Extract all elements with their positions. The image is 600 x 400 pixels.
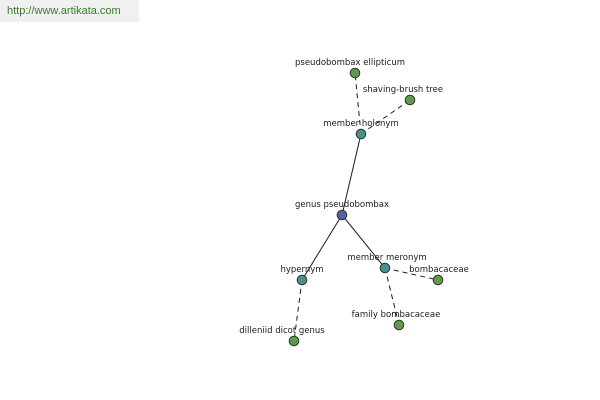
edge-genus-holonym xyxy=(341,133,362,216)
node-shaving[interactable] xyxy=(404,94,416,106)
label-familybomb[interactable]: family bombacaceae xyxy=(352,310,441,320)
node-dilleniid[interactable] xyxy=(288,335,300,347)
edge-meronym-bombacaceae xyxy=(384,267,439,281)
edge-holonym-shaving xyxy=(360,99,411,135)
node-familybomb[interactable] xyxy=(393,319,405,331)
label-shaving[interactable]: shaving-brush tree xyxy=(363,85,443,95)
node-genus[interactable] xyxy=(336,209,348,221)
edge-genus-hypernym xyxy=(301,214,343,281)
label-meronym[interactable]: member meronym xyxy=(347,253,426,263)
url-bar: http://www.artikata.com xyxy=(0,0,139,22)
edge-meronym-familybomb xyxy=(384,267,400,326)
edge-genus-meronym xyxy=(341,214,386,269)
label-dilleniid[interactable]: dilleniid dicot genus xyxy=(239,326,325,336)
edge-holonym-ellipticum xyxy=(354,72,362,135)
edge-hypernym-dilleniid xyxy=(293,279,303,342)
node-hypernym[interactable] xyxy=(296,274,308,286)
label-holonym[interactable]: member holonym xyxy=(323,119,398,129)
node-meronym[interactable] xyxy=(379,262,391,274)
label-hypernym[interactable]: hypernym xyxy=(280,265,323,275)
label-genus[interactable]: genus pseudobombax xyxy=(295,200,389,210)
site-url[interactable]: http://www.artikata.com xyxy=(7,5,121,17)
node-holonym[interactable] xyxy=(355,128,367,140)
label-bombacaceae[interactable]: bombacaceae xyxy=(409,265,469,275)
node-bombacaceae[interactable] xyxy=(432,274,444,286)
label-ellipticum[interactable]: pseudobombax ellipticum xyxy=(295,58,405,68)
node-ellipticum[interactable] xyxy=(349,67,361,79)
